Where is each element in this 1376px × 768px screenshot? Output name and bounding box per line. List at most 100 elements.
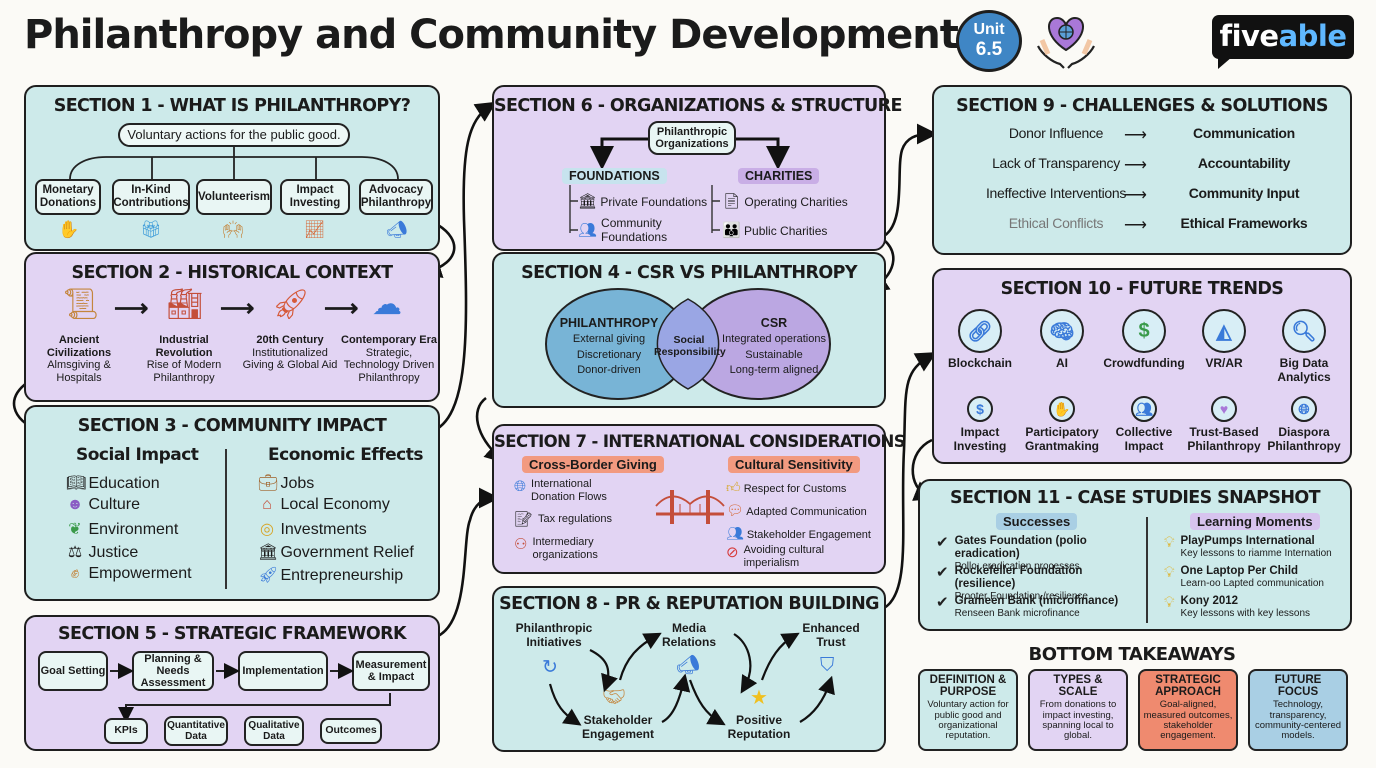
era-name: Industrial Revolution — [155, 334, 213, 359]
cultural-label: Avoiding cultural imperialism — [743, 544, 825, 569]
raised-hands-icon: 🙌︎ — [222, 220, 244, 239]
logo-text-b: able — [1278, 19, 1347, 53]
briefcase-icon: 💼︎ — [258, 475, 279, 492]
challenge-label: Ineffective Interventions — [985, 185, 1127, 201]
solution-label: Accountability — [1197, 155, 1291, 171]
economic-effects-heading: Economic Effects — [268, 445, 423, 465]
era-contemporary: Contemporary Era Strategic, Technology D… — [338, 334, 440, 385]
section-7-panel: SECTION 7 - INTERNATIONAL CONSIDERATIONS… — [492, 424, 906, 574]
cycle-icon: ↻ — [542, 657, 558, 678]
social-item-label: Education — [88, 475, 160, 492]
foundations-tag: FOUNDATIONS — [562, 168, 667, 184]
era-desc: Almsgiving & Hospitals — [47, 359, 111, 384]
heart-hands-icon — [1034, 10, 1098, 70]
cross-border-item-1: 🌐︎International Donation Flows — [514, 478, 631, 503]
handshake-icon: 🤝︎ — [602, 687, 627, 708]
case-text: Gates Foundation (polio eradication)Poll… — [955, 535, 1144, 573]
charities-tag: CHARITIES — [738, 168, 820, 184]
case-text: Rockefeller Foundation (resilience)Proot… — [955, 565, 1144, 603]
unit-badge: Unit 6.5 — [956, 10, 1022, 72]
globe-icon: 🌐︎ — [1291, 396, 1317, 422]
section-6-panel: SECTION 6 - ORGANIZATIONS & STRUCTURE Ph… — [492, 85, 902, 251]
takeaway-title: DEFINITION & PURPOSE — [929, 674, 1007, 699]
scales-icon: ⚖︎ — [67, 544, 83, 561]
era-industrial: Industrial Revolution Rise of Modern Phi… — [132, 334, 236, 385]
charity-public: 👪︎ Public Charities — [722, 222, 827, 239]
cross-border-item-3: ⚇Intermediary organizations — [514, 536, 612, 561]
cultural-item-3: 👥︎ Stakeholder Engagement — [726, 525, 871, 542]
section-10-title: SECTION 10 - FUTURE TRENDS — [1000, 279, 1284, 299]
cultural-label: Adapted Communication — [746, 506, 867, 518]
social-item-justice: ⚖︎ Justice — [66, 542, 138, 562]
chat-bubbles-icon: 💬︎ — [726, 502, 744, 518]
globe-network-icon: 🌐︎ — [514, 478, 527, 495]
check-circle-icon: ✔ — [936, 594, 949, 611]
case-name: One Laptop Per Child — [1180, 565, 1299, 577]
logo-text-a: five — [1219, 19, 1279, 53]
arrow-right-icon: ⟶ — [1124, 127, 1147, 144]
lightbulb-icon: 💡︎ — [1164, 594, 1175, 611]
section-10-panel: SECTION 10 - FUTURE TRENDS 🔗︎Blockchain🧠… — [932, 268, 1352, 464]
era-desc: Institutionalized Giving & Global Aid — [242, 346, 338, 372]
charity-label: Public Charities — [744, 224, 828, 238]
check-circle-icon: ✔ — [936, 534, 949, 551]
era-name: Ancient Civilizations — [46, 334, 112, 359]
unit-badge-number: 6.5 — [975, 39, 1003, 60]
thumbs-up-icon: 👍︎ — [726, 479, 741, 495]
trend-label: Trust-Based Philanthropy — [1187, 425, 1261, 453]
vr-headset-icon: ◭ — [1202, 309, 1246, 353]
org-connectors — [569, 137, 790, 233]
cross-border-label: Tax regulations — [538, 513, 613, 526]
takeaway-body: Voluntary action for public good and org… — [927, 699, 1009, 742]
cultural-label: Stakeholder Engagement — [746, 529, 871, 541]
challenge-row-4: Ethical Conflicts ⟶ Ethical Frameworks — [944, 215, 1344, 235]
section-9-panel: SECTION 9 - CHALLENGES & SOLUTIONS Donor… — [932, 85, 1352, 255]
node-initiatives: Philanthropic Initiatives — [515, 621, 593, 649]
people-group-icon: 👥︎ — [1131, 396, 1157, 422]
trend-participatory-grantmaking: ✋Participatory Grantmaking — [1016, 396, 1108, 454]
org-root: Philanthropic Organizations — [648, 121, 736, 155]
people-icon: 👥︎ — [726, 525, 744, 541]
org-chart-icon: ⚇ — [514, 536, 528, 553]
economic-item-label: Jobs — [280, 475, 315, 492]
venn-right-title: CSR — [760, 316, 788, 330]
venn-left-item: Discretionary — [576, 348, 642, 361]
section-6-title: SECTION 6 - ORGANIZATIONS & STRUCTURE — [494, 96, 902, 116]
case-text: Grameen Bank (microfinance)Renseen Bank … — [955, 595, 1119, 620]
node-trust: Enhanced Trust — [802, 621, 860, 649]
cloud-network-icon: ☁︎ — [372, 288, 402, 321]
people-group-icon: 👥︎ — [578, 222, 598, 240]
trend-trust-based-philanthropy: ♥Trust-Based Philanthropy — [1178, 396, 1270, 454]
case-desc: Prooter Foundation,/resilience — [954, 591, 1088, 603]
era-name: 20th Century — [256, 334, 324, 346]
type-monetary-donations: Monetary Donations — [35, 179, 101, 215]
social-item-empowerment: ✊︎ Empowerment — [66, 565, 192, 583]
foundation-private: 🏛︎ Private Foundations — [578, 193, 707, 210]
economic-item-jobs: 💼︎ Jobs — [258, 473, 314, 493]
timeline-arrow-1: ⟶ — [114, 295, 149, 322]
trend-label: Collective Impact — [1115, 425, 1173, 453]
trend-label: Impact Investing — [953, 425, 1007, 453]
growth-chart-icon: 📈︎ — [304, 220, 326, 239]
case-desc: Learn-oo Lapted communication — [1180, 578, 1324, 590]
definition-box: Voluntary actions for the public good. — [118, 123, 350, 147]
era-desc: Strategic, Technology Driven Philanthrop… — [343, 346, 435, 384]
social-item-label: Justice — [88, 544, 139, 561]
section-5-panel: SECTION 5 - STRATEGIC FRAMEWORK Goal Set… — [24, 615, 440, 751]
step-goal-setting: Goal Setting — [38, 651, 108, 691]
case-desc: Key lessons with key lessons — [1180, 608, 1311, 620]
economic-item-investments: ◎ Investments — [258, 519, 367, 539]
section-3-panel: SECTION 3 - COMMUNITY IMPACT Social Impa… — [24, 405, 440, 601]
venn-left-title: PHILANTHROPY — [559, 316, 659, 330]
scroll-icon: 📜︎ — [62, 288, 101, 321]
economic-item-label: Local Economy — [280, 496, 390, 513]
tax-document-icon: 📝︎ — [514, 511, 534, 528]
trend-label: Big Data Analytics — [1277, 356, 1331, 384]
theater-mask-icon: ☻ — [66, 496, 84, 513]
factory-icon: 🏭︎ — [166, 288, 205, 321]
foundation-label: Private Foundations — [600, 195, 708, 209]
type-volunteerism: Volunteerism — [196, 179, 272, 215]
social-item-label: Culture — [88, 496, 141, 513]
